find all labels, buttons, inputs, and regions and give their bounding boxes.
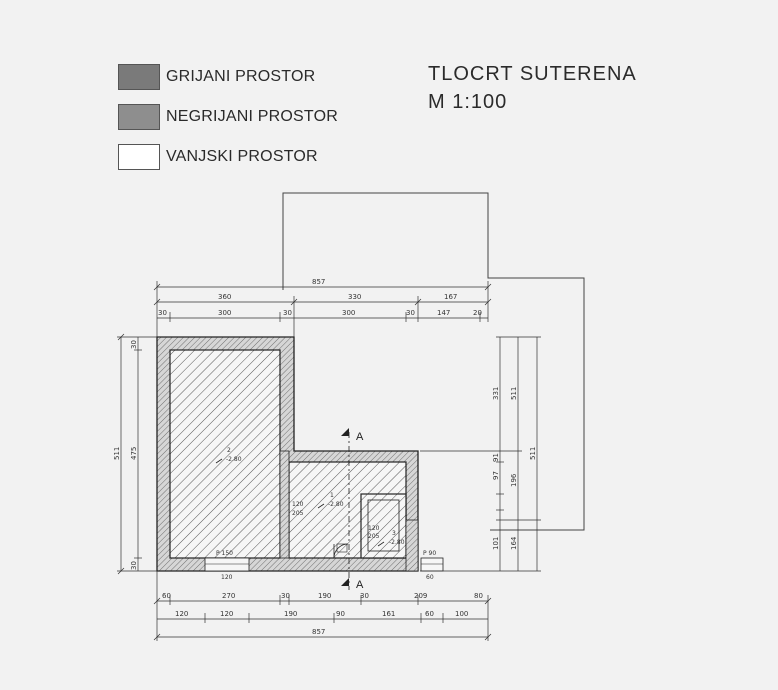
legend-label-exterior: VANJSKI PROSTOR (166, 148, 318, 165)
right-dimensions (420, 336, 541, 572)
window-1 (204, 557, 250, 572)
bottom-total-dim: 857 (312, 628, 325, 636)
legend-item-unheated: NEGRIJANI PROSTOR (118, 104, 338, 130)
top-detail-dim-5: 30 (406, 309, 415, 317)
door-2b-dim: 205 (368, 533, 380, 540)
legend-label-unheated: NEGRIJANI PROSTOR (166, 108, 339, 125)
top-mid-dim-3: 167 (444, 293, 457, 301)
bottom-row2-dim-5: 161 (382, 610, 395, 618)
room-3-number: 3 (392, 530, 396, 537)
right-lower-dim-2: 164 (510, 536, 518, 550)
top-mid-dim-2: 330 (348, 293, 361, 301)
room-1-level: -2.80 (226, 456, 242, 463)
section-label-bottom: A (356, 579, 364, 591)
bottom-row2-dim-1: 120 (175, 610, 188, 618)
room-3-level: -2.80 (389, 539, 405, 546)
top-mid-dim-1: 360 (218, 293, 231, 301)
left-dimensions (117, 333, 157, 575)
right-lower-dim-1: 101 (492, 537, 500, 550)
bottom-row1-dim-1: 60 (162, 592, 171, 600)
bottom-row2-dim-2: 120 (220, 610, 233, 618)
top-detail-dim-6: 147 (437, 309, 450, 317)
bottom-row1-dim-6: 209 (414, 592, 427, 600)
door-1b-dim: 205 (292, 510, 304, 517)
left-small-dim-2: 30 (130, 561, 138, 570)
top-total-dim: 857 (312, 278, 325, 286)
section-marker-top (341, 428, 349, 436)
window-2b-dim: 60 (426, 574, 434, 581)
top-detail-dim-7: 20 (473, 309, 482, 317)
drawing-scale: M 1:100 (428, 91, 508, 113)
right-mid-dim-1: 91 (492, 453, 500, 462)
bottom-row1-dim-2: 270 (222, 592, 235, 600)
left-total-dim: 511 (113, 447, 121, 460)
right-upper-dim-b: 511 (510, 387, 518, 400)
drawing-title: TLOCRT SUTERENA (428, 63, 637, 85)
legend-item-exterior: VANJSKI PROSTOR (118, 144, 318, 170)
bottom-row1-dim-3: 30 (281, 592, 290, 600)
room-2-level: -2.80 (328, 501, 344, 508)
top-detail-dim-3: 30 (283, 309, 292, 317)
right-mid-dim-2: 97 (492, 471, 500, 480)
top-detail-dim-1: 30 (158, 309, 167, 317)
partition-wall (279, 450, 290, 559)
unheated-swatch (118, 104, 160, 130)
door-1-dim: 120 (292, 501, 304, 508)
top-detail-dim-4: 300 (342, 309, 355, 317)
bottom-dimensions (153, 571, 492, 641)
bottom-row2-dim-7: 100 (455, 610, 468, 618)
bottom-row2-dim-4: 90 (336, 610, 345, 618)
window-1b-dim: 120 (221, 574, 233, 581)
room-1 (169, 349, 281, 559)
drawing-title-block: TLOCRT SUTERENA M 1:100 (428, 60, 637, 116)
room-1-number: 2 (227, 447, 231, 454)
right-outer-dim: 511 (529, 447, 537, 460)
heated-swatch (118, 64, 160, 90)
bottom-row1-dim-5: 30 (360, 592, 369, 600)
section-label-top: A (356, 431, 364, 443)
right-upper-dim: 331 (492, 387, 500, 400)
bottom-row1-dim-4: 190 (318, 592, 331, 600)
left-mid-dim: 475 (130, 447, 138, 460)
section-marker-bottom (341, 578, 349, 586)
bottom-row2-dim-6: 60 (425, 610, 434, 618)
legend-item-heated: GRIJANI PROSTOR (118, 64, 315, 90)
exterior-swatch (118, 144, 160, 170)
window-2 (420, 557, 444, 572)
exterior-outline (282, 192, 585, 531)
bottom-row1-dim-7: 80 (474, 592, 483, 600)
bottom-row2-dim-3: 190 (284, 610, 297, 618)
left-small-dim-1: 30 (130, 340, 138, 349)
room-2-number: 1 (330, 492, 334, 499)
window-1-dim: P 150 (216, 550, 233, 557)
right-mid-dim-3: 196 (510, 473, 518, 487)
window-2-dim: P 90 (423, 550, 436, 557)
legend-label-heated: GRIJANI PROSTOR (166, 68, 316, 85)
annex (405, 519, 419, 572)
door-2-dim: 120 (368, 525, 380, 532)
top-detail-dim-2: 300 (218, 309, 231, 317)
top-dimensions (153, 281, 492, 337)
